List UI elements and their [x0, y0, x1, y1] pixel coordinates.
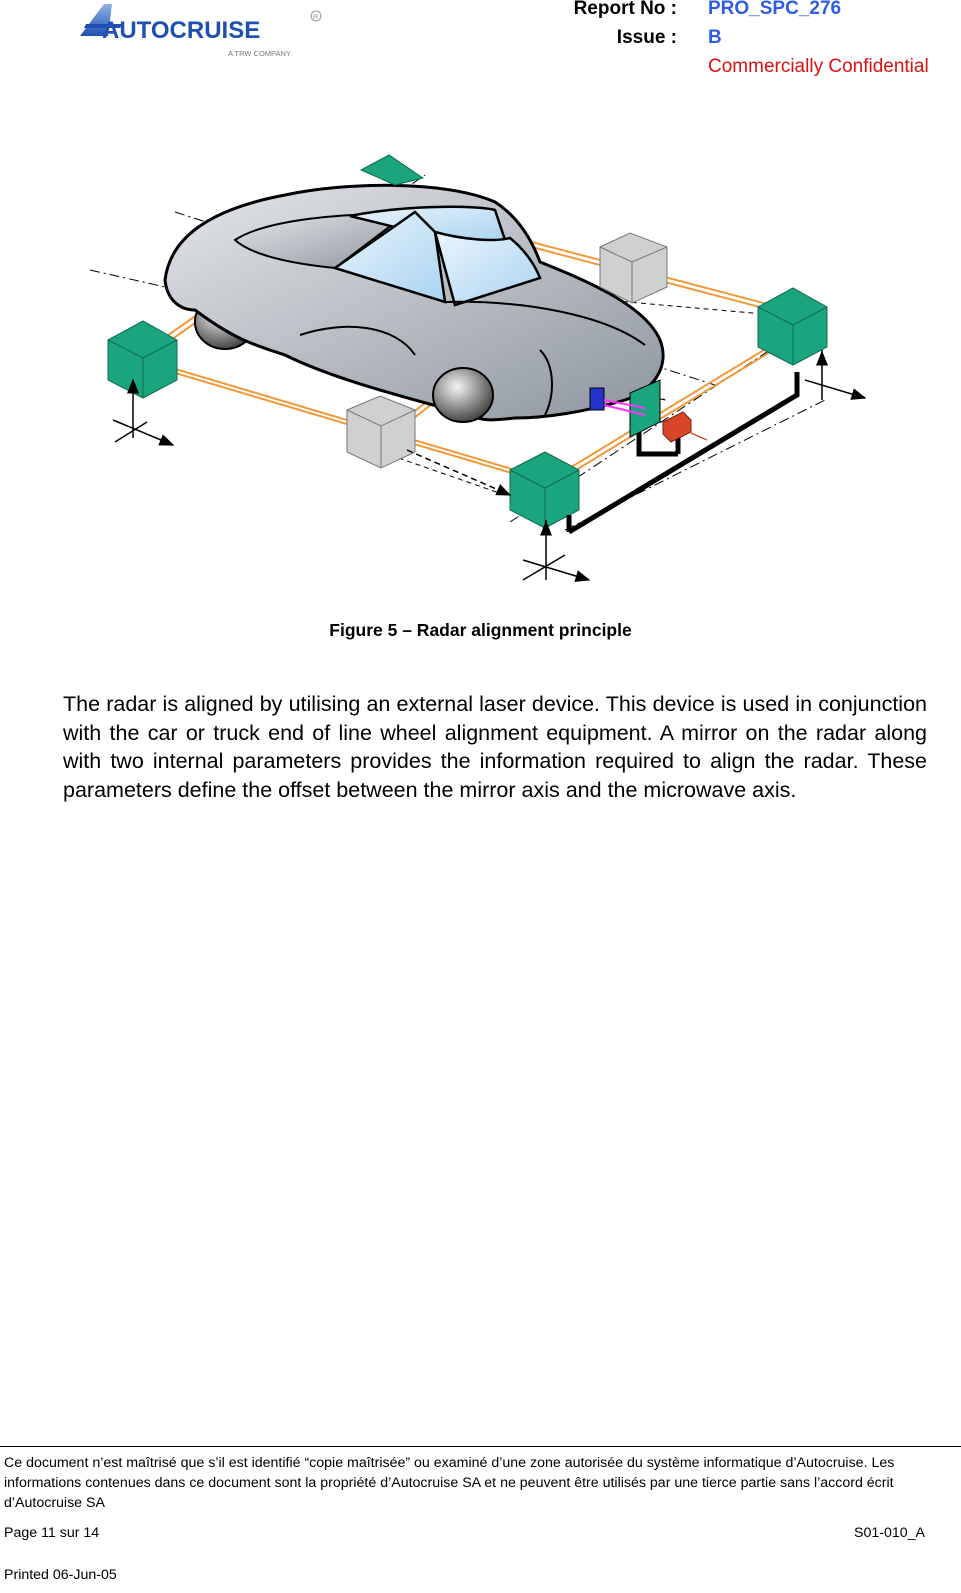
issue-value: B — [708, 27, 722, 49]
vehicle — [165, 185, 663, 422]
document-reference: S01-010_A — [854, 1525, 925, 1541]
grey-target-rear — [600, 233, 667, 303]
printed-date: Printed 06-Jun-05 — [4, 1567, 117, 1583]
radar-mirror — [590, 388, 604, 410]
laser-device — [663, 412, 691, 442]
footer-divider — [0, 1446, 961, 1447]
radar-alignment-figure — [85, 150, 885, 590]
confidentiality-label: Commercially Confidential — [708, 56, 929, 78]
green-target-top — [361, 155, 423, 185]
radar-alignment-diagram — [85, 150, 885, 590]
company-logo: AUTOCRUISE R A TRW COMPANY — [78, 0, 328, 62]
front-wheel — [433, 368, 493, 422]
green-target-rear-left — [108, 321, 177, 398]
figure-caption: Figure 5 – Radar alignment principle — [0, 620, 961, 641]
svg-text:R: R — [313, 14, 318, 21]
report-number-label: Report No : — [497, 0, 677, 20]
page-number: Page 11 sur 14 — [4, 1525, 99, 1541]
confidentiality-notice: Ce document n’est maîtrisé que s’il est … — [4, 1453, 956, 1513]
report-number-value: PRO_SPC_276 — [708, 0, 841, 20]
grey-target-front — [347, 396, 415, 468]
logo-tagline: A TRW COMPANY — [228, 49, 291, 58]
logo-text: AUTOCRUISE — [102, 17, 260, 44]
issue-label: Issue : — [497, 27, 677, 49]
body-paragraph: The radar is aligned by utilising an ext… — [63, 690, 927, 804]
